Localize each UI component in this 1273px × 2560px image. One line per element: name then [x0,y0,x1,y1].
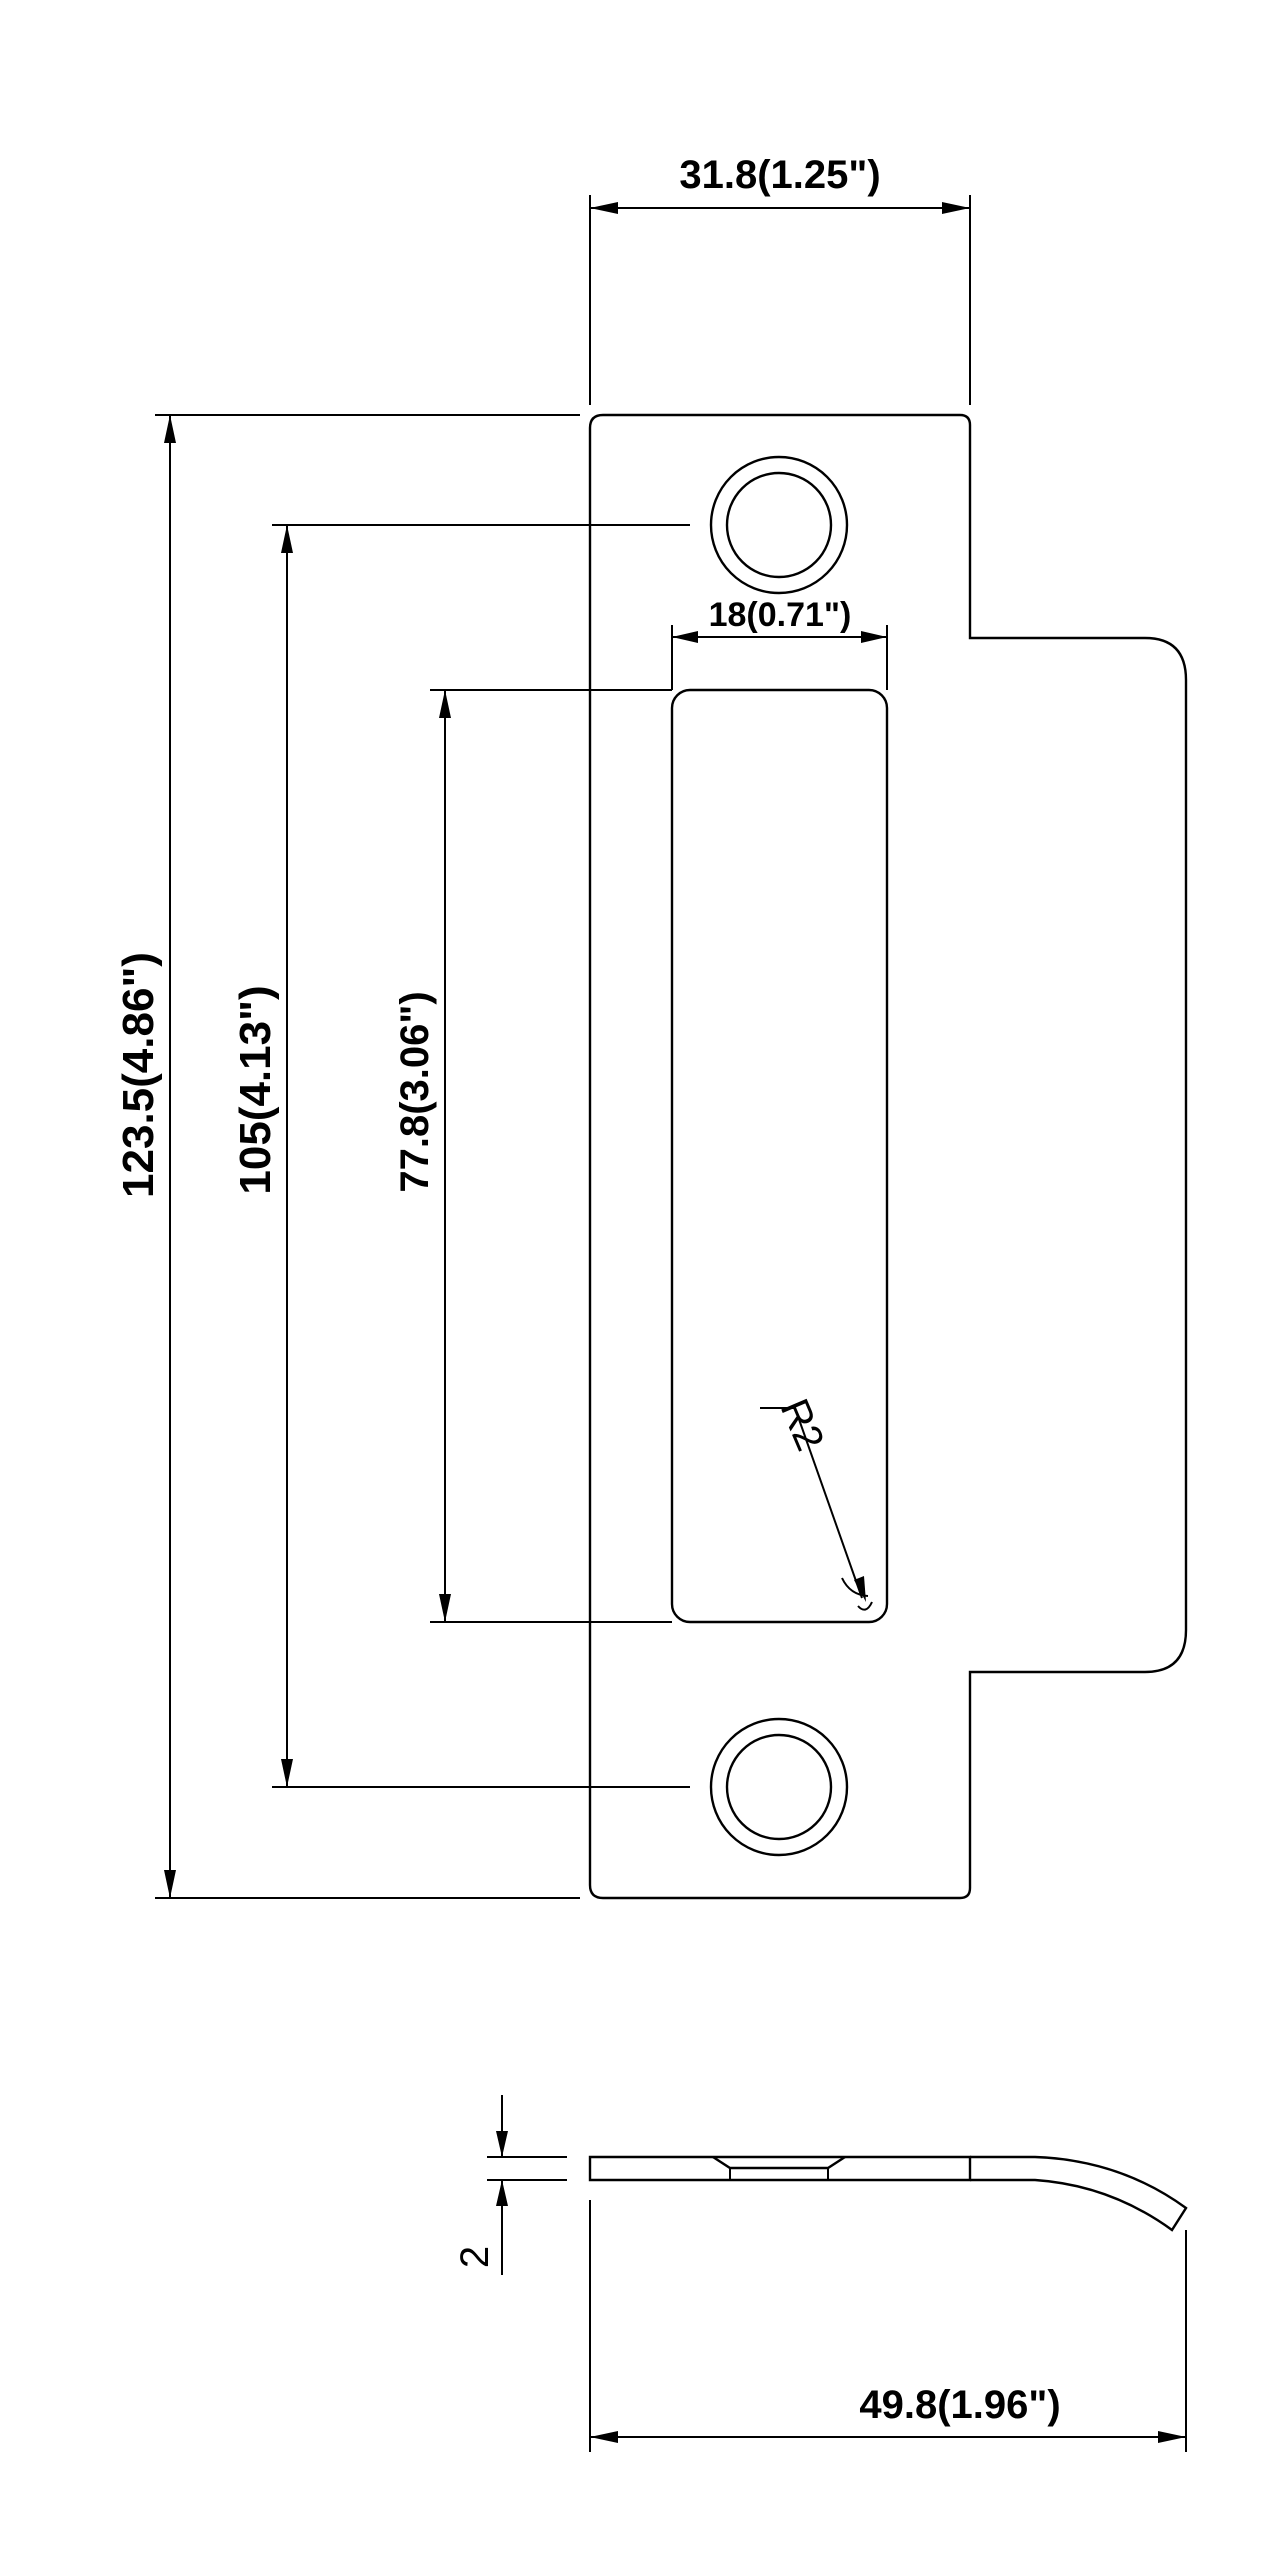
thickness-dimension: 2 [453,2095,567,2275]
plate-outline [588,413,1188,1900]
slot-height-dimension: 77.8(3.06") [393,689,672,1623]
corner-radius-callout: R2 [760,1393,873,1611]
front-view: 31.8(1.25") 123.5(4.86") 105(4.13") [114,153,1188,1900]
slot-height-label: 77.8(3.06") [393,991,437,1192]
top-screw-hole [709,455,849,595]
hole-spacing-label: 105(4.13") [231,985,280,1194]
overall-depth-dimension: 49.8(1.96") [589,2200,1187,2452]
overall-depth-label: 49.8(1.96") [859,2383,1060,2427]
plate-width-label: 31.8(1.25") [679,153,880,197]
slot-width-label: 18(0.71") [709,596,852,634]
hole-spacing-dimension: 105(4.13") [231,524,690,1788]
thickness-label: 2 [453,2246,497,2268]
overall-height-dimension: 123.5(4.86") [114,414,580,1899]
corner-radius-label: R2 [772,1393,832,1457]
strike-slot [670,688,889,1624]
overall-height-label: 123.5(4.86") [114,952,163,1198]
bottom-screw-hole [709,1717,849,1857]
slot-width-dimension: 18(0.71") [671,596,888,690]
plate-width-dimension: 31.8(1.25") [589,153,971,405]
side-view: 2 49.8(1.96") [453,2095,1188,2452]
curved-lip [970,2155,1188,2232]
countersink [712,2155,846,2170]
